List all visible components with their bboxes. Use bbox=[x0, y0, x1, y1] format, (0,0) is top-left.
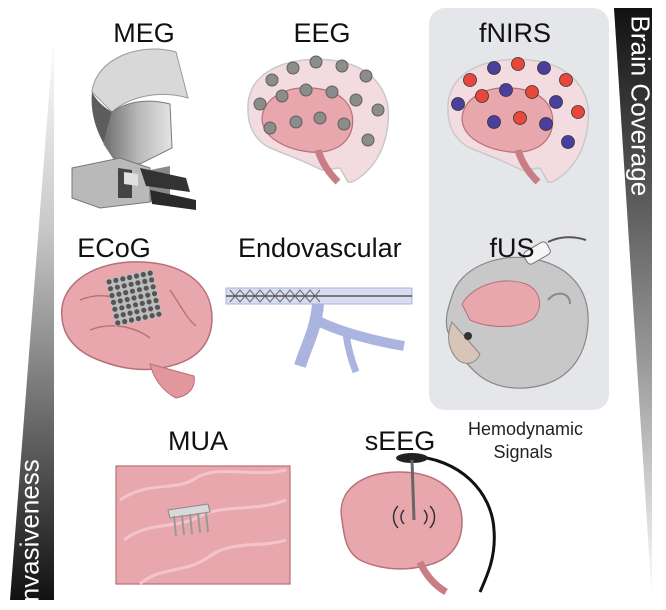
ecog-electrode bbox=[140, 271, 146, 278]
fnirs-head-illustration bbox=[447, 57, 590, 185]
endovascular-illustration bbox=[225, 287, 413, 374]
ecog-electrode bbox=[149, 313, 155, 319]
ecog-electrode bbox=[120, 312, 126, 318]
ecog-electrode bbox=[107, 286, 114, 292]
invasiveness-gradient-wedge bbox=[10, 30, 54, 600]
meg-scanner-illustration bbox=[71, 48, 196, 210]
ecog-electrode bbox=[127, 310, 133, 316]
ecog-electrode bbox=[139, 300, 145, 306]
ecog-electrode bbox=[141, 307, 147, 313]
hemodynamic-label-line1: Hemodynamic bbox=[468, 419, 584, 439]
ecog-electrode bbox=[153, 297, 159, 304]
seeg-head-illustration bbox=[340, 453, 496, 596]
ecog-electrode bbox=[146, 299, 152, 305]
ecog-electrode bbox=[113, 277, 119, 283]
endovascular-label: Endovascular bbox=[238, 233, 402, 263]
ecog-electrode bbox=[151, 291, 158, 297]
ecog-electrode bbox=[147, 270, 153, 276]
ecog-electrode bbox=[143, 285, 149, 291]
eeg-label: EEG bbox=[293, 18, 351, 48]
ecog-electrode bbox=[120, 276, 126, 282]
ecog-electrode bbox=[133, 273, 140, 279]
ecog-electrode bbox=[128, 281, 134, 287]
ecog-electrode bbox=[142, 278, 148, 284]
ecog-electrode bbox=[114, 284, 120, 290]
ecog-electrode bbox=[145, 292, 151, 298]
ecog-electrode bbox=[150, 284, 156, 290]
ecog-electrode bbox=[149, 277, 155, 283]
ecog-electrode bbox=[110, 299, 117, 305]
ecog-electrode bbox=[148, 306, 154, 312]
ecog-electrode bbox=[129, 288, 136, 294]
ecog-electrode bbox=[156, 311, 162, 317]
ecog-electrode bbox=[109, 292, 115, 299]
ecog-electrode bbox=[117, 298, 123, 304]
ecog-electrode bbox=[126, 303, 132, 309]
fus-monkey-illustration bbox=[445, 236, 589, 389]
ecog-electrode bbox=[128, 317, 135, 323]
brain-coverage-gradient-wedge bbox=[614, 8, 652, 600]
mua-label: MUA bbox=[168, 426, 228, 456]
meg-label: MEG bbox=[113, 18, 175, 48]
mua-cortex-illustration bbox=[115, 465, 291, 586]
ecog-electrode bbox=[134, 309, 140, 315]
brain-coverage-axis-label: Brain Coverage bbox=[625, 15, 656, 197]
ecog-electrode bbox=[119, 305, 125, 311]
ecog-electrode bbox=[127, 274, 133, 281]
ecog-electrode bbox=[132, 302, 139, 308]
ecog-electrode bbox=[112, 306, 118, 312]
ecog-electrode bbox=[116, 291, 122, 297]
ecog-label: ECoG bbox=[77, 233, 151, 263]
fus-label: fUS bbox=[489, 233, 535, 263]
fnirs-label: fNIRS bbox=[478, 18, 551, 48]
ecog-electrode bbox=[123, 290, 129, 296]
ecog-electrode bbox=[106, 279, 112, 285]
invasiveness-axis-label: Invasiveness bbox=[14, 459, 45, 610]
ecog-electrode bbox=[154, 304, 161, 310]
seeg-label: sEEG bbox=[364, 426, 436, 456]
ecog-electrode bbox=[138, 293, 144, 300]
ecog-electrode bbox=[135, 280, 141, 286]
ecog-electrode bbox=[122, 318, 128, 325]
ecog-electrode bbox=[135, 315, 141, 322]
ecog-electrode bbox=[115, 320, 121, 326]
eeg-head-illustration bbox=[247, 55, 390, 185]
ecog-electrode bbox=[121, 283, 127, 289]
ecog-electrode bbox=[131, 295, 137, 301]
ecog-electrode bbox=[136, 287, 142, 293]
hemodynamic-label-line2: Signals bbox=[493, 442, 553, 462]
ecog-brain-illustration bbox=[61, 261, 213, 399]
ecog-electrode bbox=[142, 314, 148, 320]
ecog-electrode bbox=[124, 296, 130, 303]
ecog-electrode bbox=[113, 313, 119, 319]
